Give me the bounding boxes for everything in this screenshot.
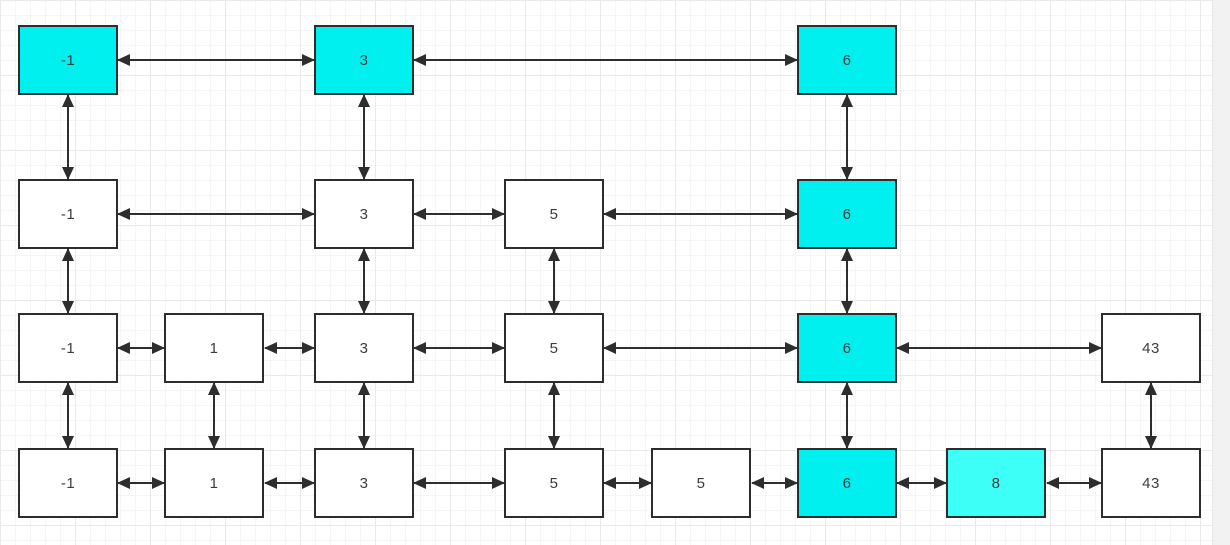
edge-horizontal-arrow[interactable]: [117, 477, 165, 489]
edge-horizontal-arrow[interactable]: [1046, 477, 1102, 489]
node-5[interactable]: 5: [504, 448, 604, 518]
node-label: 5: [696, 474, 706, 492]
edge-horizontal-arrow[interactable]: [603, 208, 798, 220]
edge-horizontal-arrow[interactable]: [896, 342, 1102, 354]
edge-horizontal-arrow[interactable]: [751, 477, 798, 489]
edge-vertical-arrow[interactable]: [841, 248, 853, 314]
node-43[interactable]: 43: [1101, 313, 1201, 383]
node-1[interactable]: 1: [164, 448, 264, 518]
node-label: 5: [549, 205, 559, 223]
edge-horizontal-arrow[interactable]: [117, 342, 165, 354]
edge-vertical-arrow[interactable]: [1145, 382, 1157, 449]
edge-vertical-arrow[interactable]: [841, 94, 853, 180]
node-label: 43: [1142, 474, 1160, 492]
node-label: 6: [842, 474, 852, 492]
node-3[interactable]: 3: [314, 448, 414, 518]
edge-vertical-arrow[interactable]: [548, 248, 560, 314]
edge-vertical-arrow[interactable]: [208, 382, 220, 449]
node-label: -1: [60, 339, 76, 357]
edge-horizontal-arrow[interactable]: [264, 342, 315, 354]
edge-horizontal-arrow[interactable]: [264, 477, 315, 489]
edge-horizontal-arrow[interactable]: [117, 54, 315, 66]
node-label: 8: [991, 474, 1001, 492]
edge-horizontal-arrow[interactable]: [413, 208, 505, 220]
node-5[interactable]: 5: [651, 448, 751, 518]
edge-horizontal-arrow[interactable]: [603, 477, 652, 489]
node-label: 5: [549, 474, 559, 492]
node-label: -1: [60, 474, 76, 492]
edge-horizontal-arrow[interactable]: [413, 54, 798, 66]
node-label: 3: [359, 51, 369, 69]
node--1[interactable]: -1: [18, 25, 118, 95]
node-3[interactable]: 3: [314, 179, 414, 249]
node-label: 1: [209, 339, 219, 357]
edge-horizontal-arrow[interactable]: [603, 342, 798, 354]
node-6[interactable]: 6: [797, 448, 897, 518]
node-43[interactable]: 43: [1101, 448, 1201, 518]
node-3[interactable]: 3: [314, 313, 414, 383]
edge-vertical-arrow[interactable]: [62, 382, 74, 449]
edge-horizontal-arrow[interactable]: [413, 477, 505, 489]
edge-vertical-arrow[interactable]: [548, 382, 560, 449]
edge-vertical-arrow[interactable]: [358, 94, 370, 180]
node-6[interactable]: 6: [797, 179, 897, 249]
edge-horizontal-arrow[interactable]: [117, 208, 315, 220]
node--1[interactable]: -1: [18, 313, 118, 383]
node-label: -1: [60, 205, 76, 223]
edge-vertical-arrow[interactable]: [841, 382, 853, 449]
node-label: 3: [359, 205, 369, 223]
node-label: -1: [60, 51, 76, 69]
node-label: 6: [842, 205, 852, 223]
node-5[interactable]: 5: [504, 179, 604, 249]
node--1[interactable]: -1: [18, 179, 118, 249]
edge-horizontal-arrow[interactable]: [413, 342, 505, 354]
node--1[interactable]: -1: [18, 448, 118, 518]
edge-vertical-arrow[interactable]: [358, 382, 370, 449]
node-label: 3: [359, 474, 369, 492]
edge-horizontal-arrow[interactable]: [896, 477, 947, 489]
node-label: 3: [359, 339, 369, 357]
node-label: 5: [549, 339, 559, 357]
node-1[interactable]: 1: [164, 313, 264, 383]
node-5[interactable]: 5: [504, 313, 604, 383]
node-label: 6: [842, 339, 852, 357]
edge-vertical-arrow[interactable]: [358, 248, 370, 314]
node-label: 6: [842, 51, 852, 69]
node-8[interactable]: 8: [946, 448, 1046, 518]
node-6[interactable]: 6: [797, 25, 897, 95]
node-label: 1: [209, 474, 219, 492]
edge-vertical-arrow[interactable]: [62, 94, 74, 180]
node-6[interactable]: 6: [797, 313, 897, 383]
edge-vertical-arrow[interactable]: [62, 248, 74, 314]
canvas-right-gutter[interactable]: [1212, 0, 1230, 545]
node-3[interactable]: 3: [314, 25, 414, 95]
node-label: 43: [1142, 339, 1160, 357]
